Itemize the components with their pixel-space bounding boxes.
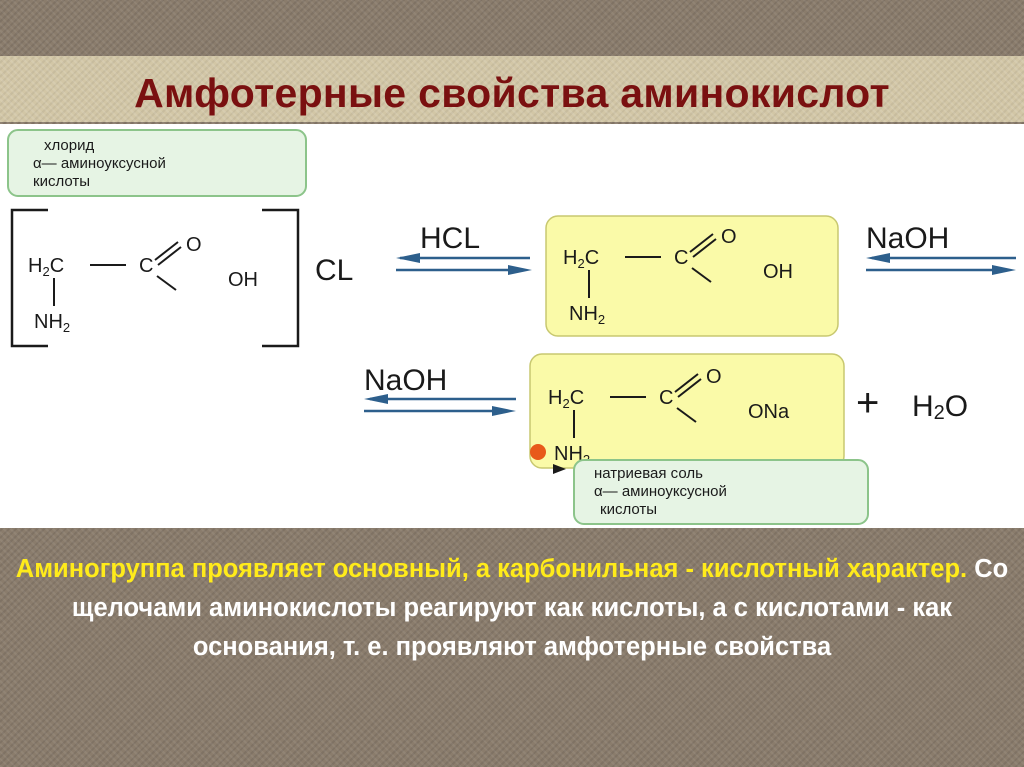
chloride-ion: CL xyxy=(315,254,353,287)
svg-text:OH: OH xyxy=(763,261,793,283)
naoh-equilibrium-bottom: NaOH xyxy=(364,364,516,416)
svg-text:H2O: H2O xyxy=(912,390,968,424)
chloride-label: хлорид α— аминоуксусной кислоты xyxy=(7,129,307,197)
naoh-equilibrium-top: NaOH xyxy=(866,222,1016,275)
title-band xyxy=(0,56,1024,122)
svg-text:кислоты: кислоты xyxy=(33,173,90,190)
plus-sign: + xyxy=(856,381,879,425)
water-product: + H2O xyxy=(856,381,968,425)
svg-text:α— аминоуксусной: α— аминоуксусной xyxy=(33,155,166,172)
svg-text:NaOH: NaOH xyxy=(364,364,447,397)
svg-text:HCL: HCL xyxy=(420,222,480,255)
sodium-glycinate-structure: ONa xyxy=(529,353,845,474)
svg-text:хлорид: хлорид xyxy=(44,137,94,154)
glycine-chloride-structure: OH CL xyxy=(10,208,353,348)
glycine-structure: OH xyxy=(545,215,839,337)
svg-text:OH: OH xyxy=(228,269,258,291)
svg-text:NaOH: NaOH xyxy=(866,222,949,255)
hcl-equilibrium: HCL xyxy=(396,222,532,275)
svg-text:ONa: ONa xyxy=(748,401,790,423)
svg-text:α— аминоуксусной: α— аминоуксусной xyxy=(594,483,727,500)
highlighted-statement: Аминогруппа проявляет основный, а карбон… xyxy=(15,555,968,583)
pointer-triangle xyxy=(553,464,566,474)
explanation-text: Аминогруппа проявляет основный, а карбон… xyxy=(10,550,1014,667)
slide-title: Амфотерные свойства аминокислот xyxy=(134,70,890,116)
svg-text:натриевая соль: натриевая соль xyxy=(594,465,703,482)
sodium-salt-label: натриевая соль α— аминоуксусной кислоты xyxy=(573,459,869,525)
svg-text:кислоты: кислоты xyxy=(600,501,657,518)
explanation-rest: Со щелочами аминокислоты реагируют как к… xyxy=(71,555,1009,661)
marker-dot xyxy=(530,444,546,460)
reaction-diagram: H2C C O NH2 хлорид α— аминоуксусной кисл… xyxy=(7,129,1016,525)
